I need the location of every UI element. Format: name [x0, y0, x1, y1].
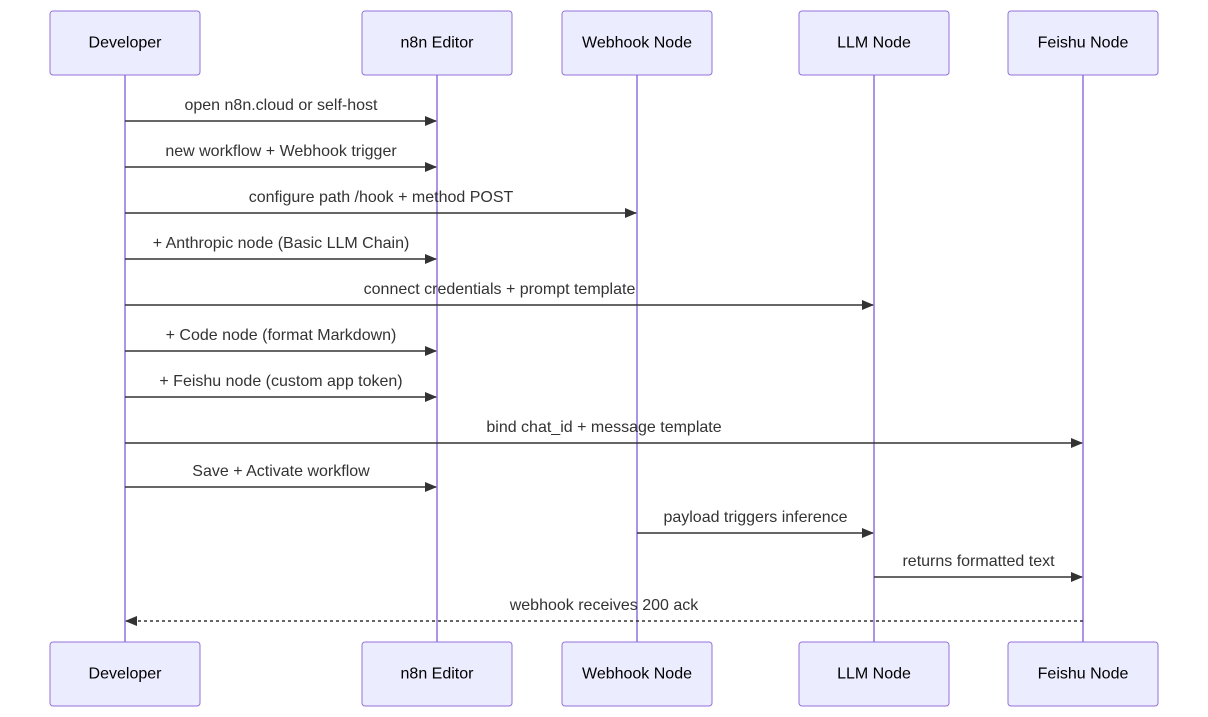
actor-box [1007, 641, 1159, 707]
message-label: connect credentials + prompt template [364, 281, 636, 298]
actor-feishu-bottom: Feishu Node [1007, 641, 1159, 707]
message-1: open n8n.cloud or self-host [125, 97, 437, 126]
actor-llm-bottom: LLM Node [798, 641, 950, 707]
actor-webhook-top: Webhook Node [561, 10, 713, 76]
actors-top: Developer n8n Editor Webhook Node LLM Node F… [49, 10, 1159, 76]
actor-label: Webhook Node [582, 35, 692, 52]
message-3: configure path /hook + method POST [125, 189, 637, 218]
message-label: Save + Activate workflow [192, 463, 370, 480]
lifelines [124, 75, 1084, 642]
actor-label: n8n Editor [401, 666, 475, 683]
message-5: connect credentials + prompt template [125, 281, 874, 310]
message-label: payload triggers inference [663, 509, 847, 526]
message-11: returns formatted text [874, 553, 1083, 582]
actor-box [798, 10, 950, 76]
message-label: open n8n.cloud or self-host [184, 97, 378, 114]
message-label: returns formatted text [902, 553, 1055, 570]
actor-feishu-top: Feishu Node [1007, 10, 1159, 76]
actor-box [361, 641, 513, 707]
message-8: bind chat_id + message template [125, 419, 1083, 448]
actor-label: n8n Editor [401, 35, 475, 52]
actor-llm-top: LLM Node [798, 10, 950, 76]
actor-label: Developer [89, 35, 163, 52]
actor-label: Developer [89, 666, 163, 683]
actor-dev-top: Developer [49, 10, 201, 76]
actor-box [798, 641, 950, 707]
message-12: webhook receives 200 ack [125, 597, 1083, 626]
actor-label: Feishu Node [1038, 666, 1129, 683]
message-label: configure path /hook + method POST [249, 189, 514, 206]
actor-label: LLM Node [837, 666, 911, 683]
actor-box [1007, 10, 1159, 76]
message-6: + Code node (format Markdown) [125, 327, 437, 356]
message-10: payload triggers inference [637, 509, 874, 538]
message-label: + Code node (format Markdown) [166, 327, 397, 344]
actor-webhook-bottom: Webhook Node [561, 641, 713, 707]
actor-label: Webhook Node [582, 666, 692, 683]
actor-box [49, 10, 201, 76]
message-label: new workflow + Webhook trigger [165, 143, 397, 160]
message-label: + Feishu node (custom app token) [159, 373, 402, 390]
message-7: + Feishu node (custom app token) [125, 373, 437, 402]
actors-bottom: Developer n8n Editor Webhook Node LLM Node F… [49, 641, 1159, 707]
actor-label: LLM Node [837, 35, 911, 52]
actor-dev-bottom: Developer [49, 641, 201, 707]
message-label: bind chat_id + message template [486, 419, 721, 436]
message-2: new workflow + Webhook trigger [125, 143, 437, 172]
message-4: + Anthropic node (Basic LLM Chain) [125, 235, 437, 264]
actor-editor-top: n8n Editor [361, 10, 513, 76]
message-label: webhook receives 200 ack [509, 597, 700, 614]
actor-box [561, 10, 713, 76]
message-label: + Anthropic node (Basic LLM Chain) [153, 235, 410, 252]
actor-box [561, 641, 713, 707]
message-9: Save + Activate workflow [125, 463, 437, 492]
actor-label: Feishu Node [1038, 35, 1129, 52]
messages: open n8n.cloud or self-host new workflow … [125, 97, 1083, 626]
actor-editor-bottom: n8n Editor [361, 641, 513, 707]
actor-box [361, 10, 513, 76]
actor-box [49, 641, 201, 707]
